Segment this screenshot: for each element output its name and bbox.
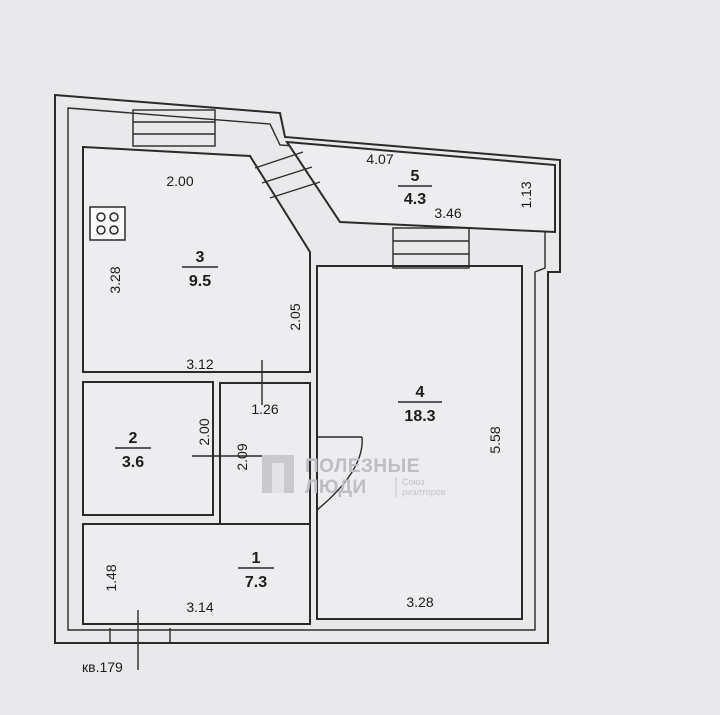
room-2-area: 3.6 [122, 454, 144, 471]
dim-kitchen-right: 2.05 [287, 303, 303, 330]
room-4-number: 4 [416, 384, 425, 401]
dim-kitchen-top: 2.00 [166, 173, 193, 189]
dim-balcony-bottom: 3.46 [434, 205, 461, 221]
dim-room-height: 5.58 [487, 426, 503, 453]
window-living [392, 227, 470, 269]
room-5-number: 5 [411, 168, 420, 185]
room-4-area: 18.3 [404, 408, 435, 425]
room-1-entry [82, 523, 311, 625]
watermark-sub1: Союз [402, 477, 424, 487]
outer-wall [54, 93, 561, 644]
watermark-logo: ПОЛЕЗНЫЕ ЛЮДИ Союз риэлторов [262, 455, 446, 498]
dim-hall-height: 2.09 [234, 443, 250, 470]
room-3-number: 3 [196, 249, 205, 266]
room-1-number: 1 [252, 550, 261, 567]
door-living [316, 436, 363, 511]
room-3-area: 9.5 [189, 273, 211, 290]
room-5-balcony [285, 140, 556, 234]
dim-hall-width: 1.26 [251, 401, 278, 417]
room-4-living [316, 265, 523, 620]
dim-entry-width: 3.14 [186, 599, 213, 615]
dim-bath-height: 2.00 [196, 418, 212, 445]
watermark-title: ПОЛЕЗНЫЕ [305, 456, 420, 477]
room-1-area: 7.3 [245, 574, 267, 591]
room-5-area: 4.3 [404, 191, 426, 208]
room-2-number: 2 [129, 430, 138, 447]
dim-kitchen-bottom: 3.12 [186, 356, 213, 372]
dim-room-width: 3.28 [406, 594, 433, 610]
dim-entry-height: 1.48 [103, 564, 119, 591]
room-3-kitchen [82, 145, 311, 373]
watermark-sub2: риэлторов [402, 487, 446, 497]
entrance-door [109, 610, 171, 670]
dim-balcony-top: 4.07 [366, 151, 393, 167]
inner-wall [67, 107, 546, 631]
watermark-subtitle: ЛЮДИ [305, 477, 367, 498]
window-kitchen [132, 109, 216, 147]
dim-kitchen-left: 3.28 [107, 266, 123, 293]
dim-balcony-right: 1.13 [518, 181, 534, 208]
window-balcony-door [254, 151, 321, 199]
apartment-label: кв.179 [82, 659, 123, 675]
stove-icon [89, 206, 126, 241]
